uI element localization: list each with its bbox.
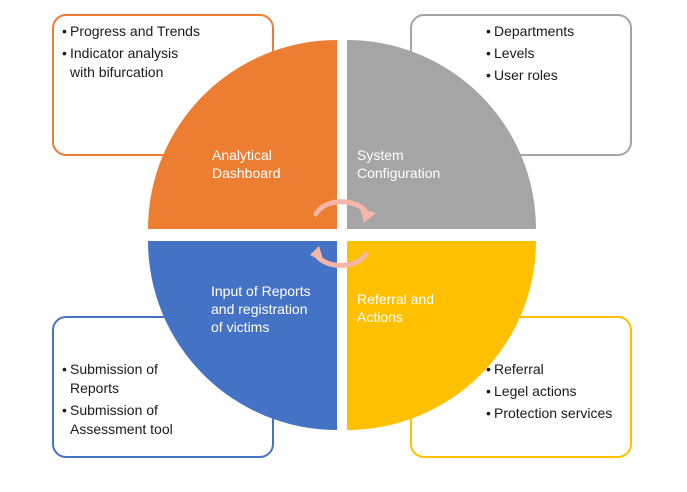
bullet-item: Legel actions	[486, 382, 630, 401]
bullet-item: Indicator analysis with bifurcation	[62, 44, 202, 82]
bullet-item: Submission of Reports	[62, 360, 187, 398]
lower-arrowhead	[310, 246, 324, 262]
upper-arc-arrow	[313, 199, 369, 217]
system-quadrant	[347, 40, 536, 229]
bullet-item: Referral	[486, 360, 630, 379]
bullet-item: User roles	[486, 66, 626, 85]
bullet-item: Progress and Trends	[62, 22, 202, 41]
bullet-item: Levels	[486, 44, 626, 63]
bullet-item: Submission of Assessment tool	[62, 401, 187, 439]
analytical-quadrant	[148, 40, 337, 229]
referral-quadrant	[347, 241, 536, 430]
system-bullets: Departments Levels User roles	[486, 22, 626, 88]
system-label: System Configuration	[357, 147, 441, 181]
input-bullets: Submission of Reports Submission of Asse…	[62, 360, 187, 442]
input-quadrant	[148, 241, 337, 430]
referral-bullets: Referral Legel actions Protection servic…	[486, 360, 630, 426]
referral-label: Referral and Actions	[357, 291, 435, 325]
upper-arrowhead	[360, 208, 376, 223]
bullet-item: Protection services	[486, 404, 630, 423]
analytical-bullets: Progress and Trends Indicator analysis w…	[62, 22, 202, 85]
input-label: Input of Reports and registration of vic…	[211, 283, 311, 335]
cycle-arrows	[310, 199, 376, 268]
analytical-label: Analytical Dashboard	[212, 147, 281, 181]
bullet-item: Departments	[486, 22, 626, 41]
